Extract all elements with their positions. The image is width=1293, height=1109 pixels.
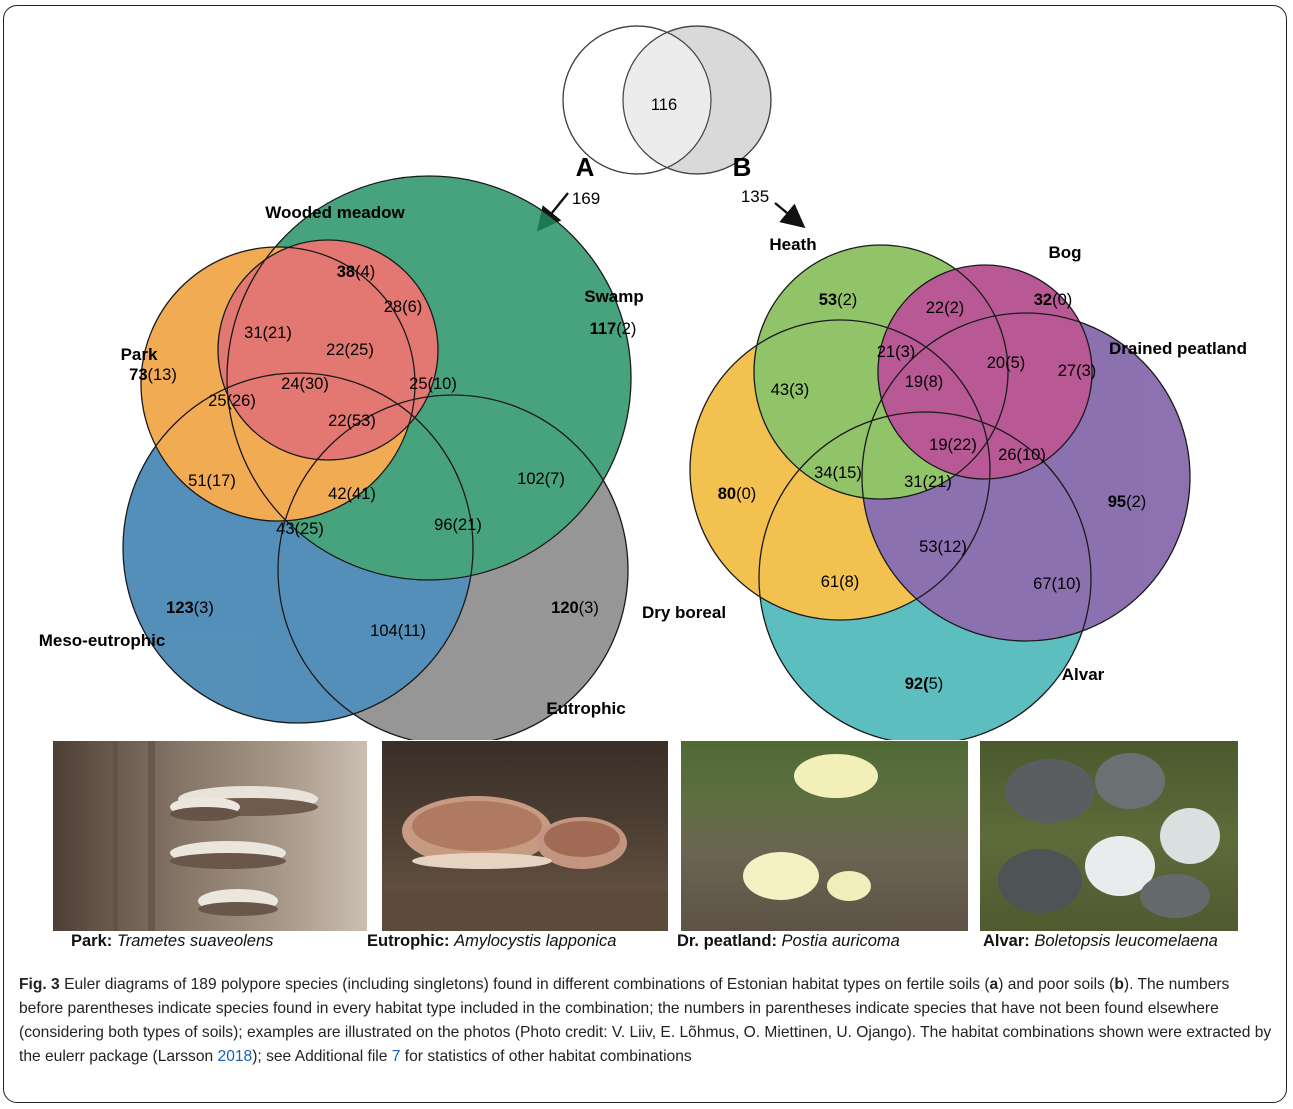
- diagram-a-region-count: 25(10): [409, 375, 457, 393]
- yellow-fungus-on-moss-photo: [681, 741, 968, 931]
- diagram-a-region-count: 22(25): [326, 341, 374, 359]
- panel-a-count: 169: [572, 189, 600, 208]
- diagram-a-region-count: 51(17): [188, 472, 236, 490]
- euler-diagrams: 116 A 169 B 135 Wooded meadow Swamp Park…: [0, 0, 1293, 740]
- diagram-a-region-count: 42(41): [328, 485, 376, 503]
- diagram-a-region-count: 38(4): [337, 263, 376, 281]
- diagram-b-region-count: 27(3): [1058, 362, 1097, 380]
- diagram-a-region-count: 28(6): [384, 298, 423, 316]
- diagram-b-region-count: 21(3): [877, 343, 916, 361]
- diagram-a-region-count: 117(2): [590, 320, 637, 338]
- diagram-a-region-count: 104(11): [370, 622, 426, 640]
- diagram-b-region-count: 19(22): [929, 436, 977, 454]
- label-park: Park: [121, 345, 158, 364]
- bracket-fungus-on-bark-photo: [53, 741, 367, 931]
- diagram-b-region-count: 61(8): [821, 573, 860, 591]
- diagram-b-region-count: 53(12): [919, 538, 967, 556]
- diagram-a-region-count: 25(26): [208, 392, 256, 410]
- top-venn-overlap-count: 116: [651, 96, 677, 114]
- diagram-b-region-count: 32(0): [1034, 291, 1073, 309]
- label-alvar: Alvar: [1062, 665, 1105, 684]
- diagram-a-region-count: 24(30): [281, 375, 329, 393]
- diagram-b-region-count: 34(15): [814, 464, 862, 482]
- figure-caption: Fig. 3 Euler diagrams of 189 polypore sp…: [19, 973, 1274, 1069]
- diagram-b-region-count: 22(2): [926, 299, 965, 317]
- photo-caption-eutrophic: Eutrophic: Amylocystis lapponica: [367, 932, 616, 951]
- label-meso-eutrophic: Meso-eutrophic: [39, 631, 166, 650]
- diagram-b-region-count: 20(5): [987, 354, 1026, 372]
- fungus-on-log-photo: [382, 741, 668, 931]
- diagram-b-region-count: 26(10): [998, 446, 1046, 464]
- label-drained-peatland: Drained peatland: [1109, 339, 1247, 358]
- grey-mushrooms-photo: [980, 741, 1238, 931]
- panel-a-label: A: [576, 152, 595, 182]
- caption-figure-number: Fig. 3: [19, 976, 60, 993]
- arrow-to-b: [775, 203, 798, 222]
- panel-b-label: B: [733, 152, 752, 182]
- diagram-b-region-count: 31(21): [904, 473, 952, 491]
- diagram-a-region-count: 96(21): [434, 516, 482, 534]
- diagram-a-region-count: 73(13): [129, 366, 177, 384]
- diagram-b-region-count: 43(3): [771, 381, 810, 399]
- label-heath: Heath: [769, 235, 816, 254]
- photo-caption-park: Park: Trametes suaveolens: [71, 932, 273, 951]
- diagram-b-region-count: 95(2): [1108, 493, 1147, 511]
- label-dry-boreal: Dry boreal: [642, 603, 726, 622]
- top-venn: 116 A 169 B 135: [543, 26, 798, 224]
- label-bog: Bog: [1048, 243, 1081, 262]
- diagram-b-region-count: 19(8): [905, 373, 944, 391]
- label-wooded-meadow: Wooded meadow: [265, 203, 405, 222]
- label-eutrophic: Eutrophic: [546, 699, 625, 718]
- reference-link-larsson[interactable]: 2018: [218, 1048, 253, 1065]
- diagram-b: Heath Bog Drained peatland Dry boreal Al…: [642, 235, 1247, 740]
- diagram-a-region-count: 22(53): [328, 412, 376, 430]
- diagram-a-region-count: 120(3): [551, 599, 599, 617]
- diagram-b-region-count: 92(5): [905, 675, 944, 693]
- panel-b-count: 135: [741, 187, 769, 206]
- diagram-a: Wooded meadow Swamp Park Meso-eutrophic …: [39, 176, 644, 740]
- photo-caption-alvar: Alvar: Boletopsis leucomelaena: [983, 932, 1218, 951]
- diagram-b-region-count: 80(0): [718, 485, 757, 503]
- diagram-b-region-count: 53(2): [819, 291, 858, 309]
- diagram-a-region-count: 43(25): [276, 520, 324, 538]
- photo-caption-drained-peatland: Dr. peatland: Postia auricoma: [677, 932, 900, 951]
- label-swamp: Swamp: [584, 287, 644, 306]
- diagram-a-region-count: 102(7): [517, 470, 565, 488]
- diagram-b-region-count: 67(10): [1033, 575, 1081, 593]
- diagram-a-region-count: 31(21): [244, 324, 292, 342]
- diagram-a-region-count: 123(3): [166, 599, 214, 617]
